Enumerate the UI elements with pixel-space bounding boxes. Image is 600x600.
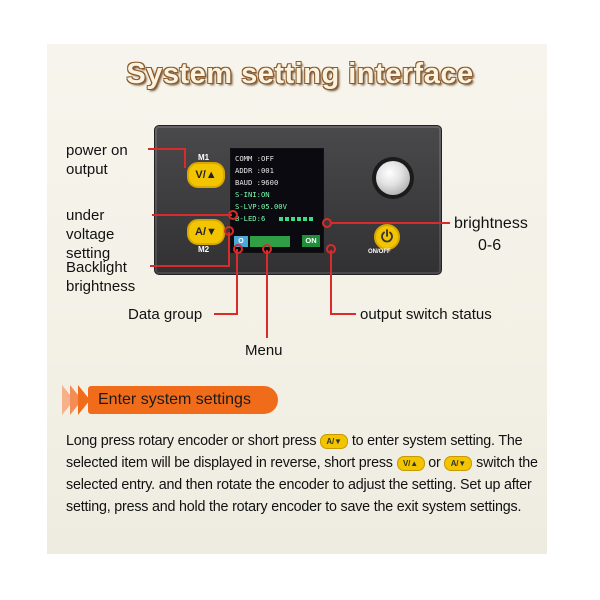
power-icon (381, 229, 393, 243)
v-up-inline-icon: V/▲ (396, 455, 425, 471)
menu-badge: O (234, 236, 248, 247)
line-brightness (330, 222, 450, 224)
m1-label: M1 (198, 153, 210, 162)
line-menu (266, 250, 268, 338)
annotation-output-switch: output switch status (360, 306, 492, 323)
annotation-power-on-output: power on output (66, 142, 128, 178)
section-header-text: Enter system settings (98, 391, 251, 408)
screen-line-addr: ADDR :001 (235, 166, 274, 175)
onoff-label: ON/OFF (368, 249, 391, 255)
annotation-data-group: Data group (128, 306, 203, 323)
data-group-badge (250, 236, 290, 247)
annotation-under-voltage: under voltage setting (66, 207, 115, 262)
a-down-inline-icon: A/▼ (320, 433, 349, 449)
annotation-backlight: Backlight brightness (66, 259, 136, 295)
annotation-menu: Menu (245, 342, 283, 359)
rotary-encoder-knob[interactable] (376, 161, 410, 195)
line-under-voltage (152, 214, 232, 216)
page-title: System setting interface (126, 58, 474, 90)
a-down-inline-icon-2: A/▼ (444, 455, 473, 471)
brightness-bar (279, 217, 313, 221)
screen-line-s-lvp: S-LVP:05.00V (235, 202, 287, 211)
screen-line-b-led: B-LED:6 (235, 214, 266, 223)
v-up-button[interactable]: V/▲ (187, 162, 225, 188)
line-output-switch (330, 250, 332, 314)
section-header: Enter system settings (62, 385, 278, 415)
line-power-on (148, 148, 186, 150)
annotation-brightness-range: 0-6 (478, 237, 502, 254)
output-on-badge: ON (302, 235, 320, 247)
screen-line-baud: BAUD :9600 (235, 178, 279, 187)
screen-line-s-ini: S-INI:ON (235, 190, 270, 199)
screen-line-comm: COMM :OFF (235, 154, 274, 163)
annotation-brightness: brightness (454, 215, 528, 232)
a-down-button[interactable]: A/▼ (187, 219, 225, 245)
m2-label: M2 (198, 245, 210, 254)
power-button[interactable] (374, 224, 400, 250)
line-backlight (150, 265, 230, 267)
line-data-group (214, 313, 238, 315)
instructions-paragraph: Long press rotary encoder or short press… (66, 433, 538, 515)
